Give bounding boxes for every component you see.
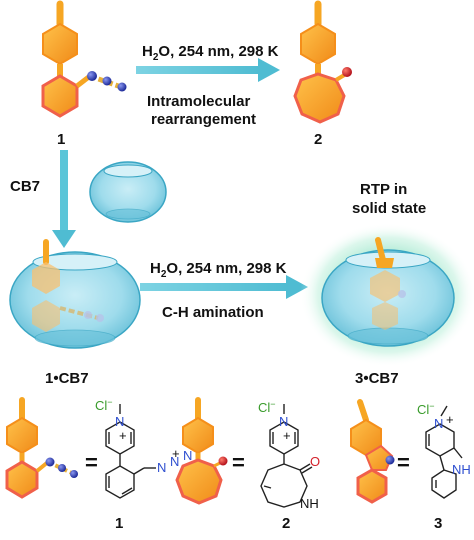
bottom-model-3 [350, 399, 395, 504]
bottom-model-2 [175, 397, 228, 505]
structure-3-n: N [434, 416, 443, 431]
structure-2-plus: + [283, 428, 291, 443]
structure-3-cl: Cl− [417, 401, 435, 417]
complex-3-cb7-model [300, 223, 474, 367]
complex-1-cb7-model [9, 239, 141, 349]
structure-2-o: O [310, 454, 320, 469]
structure-1-plus: + [119, 428, 127, 443]
top-conditions: H2O, 254 nm, 298 K [142, 43, 279, 63]
compound-1-label: 1 [57, 131, 65, 148]
bottom-label-3: 3 [434, 515, 442, 532]
compound-2-model [293, 0, 352, 124]
azide-n3 [117, 82, 127, 92]
complex-3-cb7-label: 3•CB7 [355, 370, 399, 387]
upper-hexagon [42, 22, 78, 66]
compound-1-model [41, 0, 127, 118]
lower-hexagon [41, 74, 79, 118]
structure-1-azide-plus: + [172, 446, 180, 461]
structure-2-nh: NH [300, 496, 319, 511]
equals-2: = [232, 450, 245, 475]
azide-n2 [102, 76, 112, 86]
top-reaction-arrow [136, 58, 280, 82]
structure-3-nh: NH [452, 462, 471, 477]
top-reaction-label-line2: rearrangement [151, 111, 256, 128]
structure-1-n: N [115, 414, 124, 429]
oxygen-atom [342, 67, 352, 77]
structure-1-azide-n1: N [157, 460, 166, 475]
bottom-label-1: 1 [115, 515, 123, 532]
rtp-label-line2: solid state [352, 200, 426, 217]
compound-2-label: 2 [314, 131, 322, 148]
equals-3: = [397, 450, 410, 475]
equals-1: = [85, 450, 98, 475]
structure-1 [105, 421, 156, 499]
structure-2-n: N [279, 414, 288, 429]
structure-1-azide-n2: N [170, 454, 179, 469]
middle-reaction-arrow [140, 275, 308, 299]
rtp-label-line1: RTP in [360, 181, 407, 198]
structure-2 [260, 421, 313, 508]
bottom-model-1 [5, 397, 78, 499]
structure-2-cl: Cl− [258, 399, 276, 415]
azepine-ring [293, 72, 346, 124]
top-reaction-label-line1: Intramolecular [147, 93, 251, 110]
structure-3-plus: + [446, 412, 454, 427]
cb7-host-model [89, 161, 167, 223]
structure-1-azide-n3: N [183, 448, 192, 463]
structure-3-methyl [440, 405, 448, 417]
bottom-label-2: 2 [282, 515, 290, 532]
azide-n1 [87, 71, 97, 81]
middle-reaction-label: C-H amination [162, 304, 264, 321]
structure-3 [425, 423, 463, 499]
structure-1-cl: Cl− [95, 397, 113, 413]
complex-1-cb7-label: 1•CB7 [45, 370, 89, 387]
middle-conditions: H2O, 254 nm, 298 K [150, 260, 287, 280]
cb7-host-label: CB7 [10, 178, 40, 195]
down-arrow [52, 150, 76, 248]
